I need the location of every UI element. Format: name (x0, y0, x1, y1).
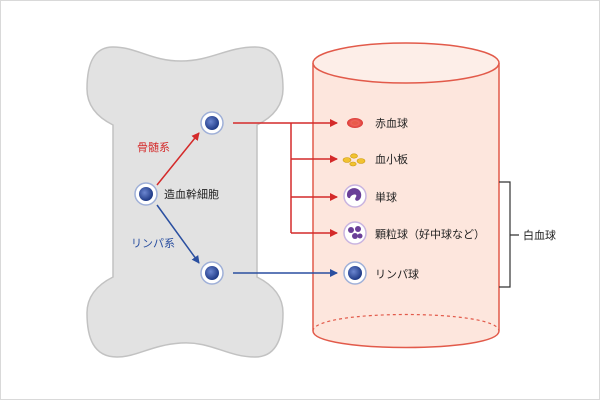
red-blood-cell-icon (347, 118, 363, 128)
monocyte-icon (343, 184, 367, 208)
lymphoid-progenitor-icon (200, 261, 224, 285)
platelet-icon (342, 153, 366, 167)
white-blood-cell-bracket (499, 181, 519, 288)
red-blood-cell-label: 赤血球 (375, 116, 408, 130)
stem-cell-icon (134, 182, 158, 206)
lymphoid-branch-label: リンパ系 (131, 237, 175, 250)
monocyte-label: 単球 (375, 190, 397, 204)
white-blood-cell-label: 白血球 (523, 228, 556, 242)
blood-vessel (312, 42, 500, 349)
granulocyte-label: 顆粒球（好中球など） (375, 227, 485, 241)
myeloid-progenitor-icon (200, 111, 224, 135)
myeloid-branch-label: 骨髄系 (137, 140, 170, 154)
lymphocyte-icon (343, 261, 367, 285)
platelet-label: 血小板 (375, 152, 408, 166)
myeloid-arrows (156, 119, 338, 237)
stem-cell-label: 造血幹細胞 (164, 187, 219, 201)
lymphocyte-label: リンパ球 (375, 267, 419, 281)
granulocyte-icon (343, 221, 367, 245)
lymphoid-arrows (156, 204, 338, 277)
bone-shape (86, 46, 284, 358)
